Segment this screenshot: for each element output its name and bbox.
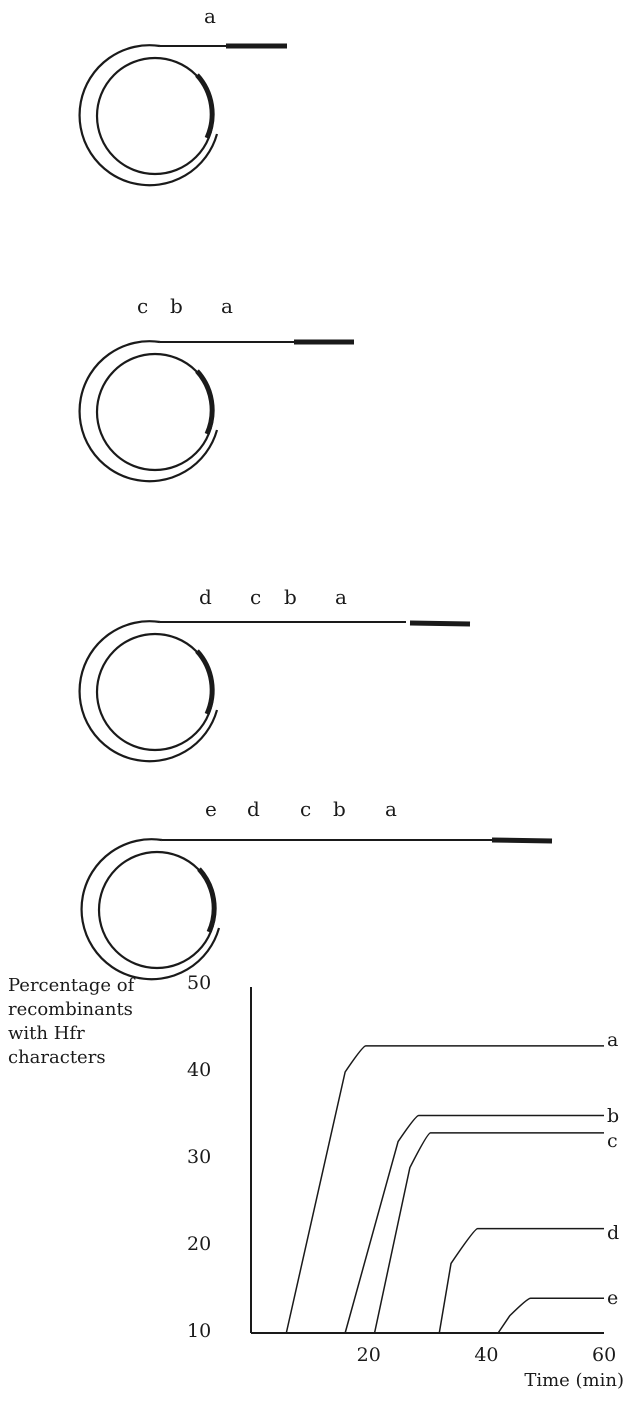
gene-marker-label: a [335,585,347,609]
donor-outer-coil [78,44,219,187]
gene-marker-label: a [221,294,233,318]
gene-marker-label: d [247,797,260,821]
gene-marker-label: c [250,585,262,609]
series-label-a: a [607,1028,619,1051]
gene-marker-label: a [385,797,397,821]
chart-y-axis-title-line: characters [8,1047,106,1068]
x-tick-label: 60 [592,1344,617,1366]
y-tick-label: 10 [187,1320,212,1342]
transfer-origin-segment [195,369,215,436]
gene-marker-label: c [137,294,149,318]
series-label-b: b [607,1104,620,1127]
donor-outer-coil [80,838,221,981]
dna-leading-end [409,620,471,627]
series-label-d: d [607,1221,620,1244]
x-tick-label: 20 [356,1344,381,1366]
chart-y-axis-title-line: with Hfr [8,1023,85,1044]
gene-marker-label: a [204,4,216,28]
series-line-b [344,1114,604,1334]
series-label-c: c [607,1129,618,1152]
donor-outer-coil [78,340,219,483]
y-tick-label: 20 [187,1233,212,1255]
x-tick-label: 40 [474,1344,499,1366]
gene-marker-label: e [205,797,217,821]
chart-y-axis-title-line: recombinants [8,999,133,1020]
y-tick-label: 50 [187,972,212,994]
gene-marker-label: b [284,585,297,609]
series-label-e: e [607,1287,619,1310]
dna-leading-end [491,837,553,844]
series-line-d [438,1227,604,1334]
y-tick-label: 40 [187,1059,212,1081]
gene-marker-label: c [300,797,312,821]
chart-x-axis-title: Time (min) [524,1370,624,1391]
transfer-origin-segment [197,867,217,934]
chart-series-group [285,1045,604,1334]
transfer-origin-segment [195,649,215,716]
series-line-c [373,1132,604,1334]
chart-y-axis-title-line: Percentage of [8,975,135,996]
gene-marker-label: b [170,294,183,318]
gene-marker-label: d [199,585,212,609]
series-line-a [285,1045,604,1334]
transfer-origin-segment [195,73,215,140]
gene-marker-label: b [333,797,346,821]
chart-y-axis-title: Percentage of recombinants with Hfr char… [8,974,178,1070]
y-tick-label: 30 [187,1146,212,1168]
series-line-e [497,1297,604,1334]
donor-outer-coil [78,620,219,763]
